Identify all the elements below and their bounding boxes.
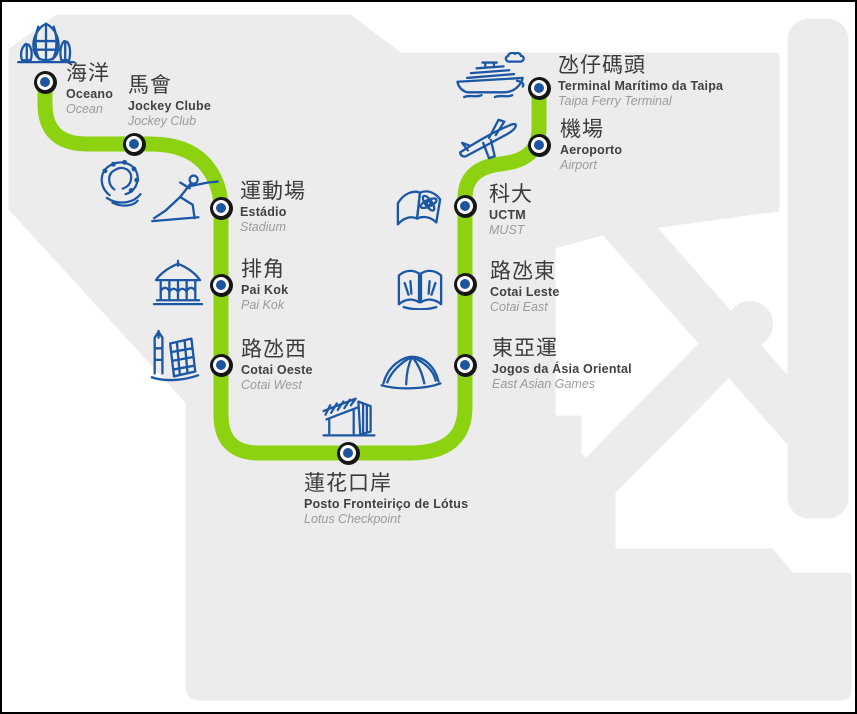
station-marker[interactable]	[527, 76, 551, 100]
station-marker-ring	[457, 198, 473, 214]
station-name-zh: 海洋	[66, 62, 110, 85]
station-marker-core	[342, 447, 354, 459]
station-marker-core	[459, 278, 471, 290]
station-label: 氹仔碼頭 Terminal Marítimo da Taipa Taipa Fe…	[558, 54, 723, 109]
station-marker[interactable]	[209, 273, 233, 297]
station-marker-ring	[531, 80, 547, 96]
station-name-pt: Cotai Leste	[490, 285, 560, 299]
station-name-en: MUST	[489, 223, 525, 237]
station-name-en: Cotai East	[490, 300, 548, 314]
station-label: 路氹西 Cotai Oeste Cotai West	[241, 338, 313, 393]
station-marker[interactable]	[453, 194, 477, 218]
station-name-zh: 運動場	[240, 180, 306, 203]
station-marker[interactable]	[336, 441, 360, 465]
station-marker-core	[215, 202, 227, 214]
station-label: 東亞運 Jogos da Ásia Oriental East Asian Ga…	[492, 337, 632, 392]
station-name-en: Lotus Checkpoint	[304, 512, 401, 526]
station-name-en: Taipa Ferry Terminal	[558, 94, 672, 108]
causeway-bridge-south	[579, 301, 773, 497]
station-label: 路氹東 Cotai Leste Cotai East	[490, 260, 560, 315]
station-name-en: Stadium	[240, 220, 286, 234]
station-marker[interactable]	[453, 353, 477, 377]
city-buildings-icon	[150, 329, 200, 382]
station-marker-ring	[531, 137, 547, 153]
checkpoint-building-icon	[322, 397, 376, 437]
station-name-zh: 蓮花口岸	[304, 472, 392, 495]
station-marker-core	[215, 359, 227, 371]
station-name-zh: 氹仔碼頭	[558, 54, 646, 77]
station-marker-core	[459, 200, 471, 212]
open-book-burst-icon	[397, 269, 443, 310]
station-marker-ring	[213, 277, 229, 293]
station-marker[interactable]	[209, 196, 233, 220]
station-label: 排角 Pai Kok Pai Kok	[241, 258, 288, 313]
station-label: 海洋 Oceano Ocean	[66, 62, 113, 117]
ocean-domes-icon	[17, 22, 75, 64]
station-name-zh: 機場	[560, 118, 604, 141]
station-label: 運動場 Estádio Stadium	[240, 180, 306, 235]
station-marker-ring	[457, 357, 473, 373]
station-marker[interactable]	[209, 353, 233, 377]
station-marker-ring	[126, 136, 142, 152]
station-name-en: East Asian Games	[492, 377, 596, 391]
station-name-en: Cotai West	[241, 378, 302, 392]
station-name-pt: Oceano	[66, 87, 114, 101]
station-name-zh: 科大	[489, 183, 533, 206]
station-marker-core	[39, 76, 51, 88]
station-name-zh: 路氹西	[241, 338, 307, 361]
station-name-en: Jockey Club	[128, 114, 197, 128]
horseshoe-icon	[100, 159, 142, 207]
station-marker-ring	[457, 276, 473, 292]
station-name-pt: Aeroporto	[560, 143, 623, 157]
station-marker-core	[128, 138, 140, 150]
station-marker[interactable]	[453, 272, 477, 296]
station-marker[interactable]	[122, 132, 146, 156]
fencer-icon	[151, 174, 219, 223]
airplane-icon	[459, 118, 517, 160]
station-marker-ring	[213, 357, 229, 373]
ferry-ship-icon	[456, 52, 525, 99]
airport-runway-strip	[787, 18, 849, 519]
station-name-pt: Terminal Marítimo da Taipa	[558, 79, 724, 93]
station-label: 機場 Aeroporto Airport	[560, 118, 622, 173]
station-label: 馬會 Jockey Clube Jockey Club	[128, 74, 211, 129]
dome-arena-icon	[380, 355, 442, 390]
station-marker-core	[215, 279, 227, 291]
station-marker[interactable]	[527, 133, 551, 157]
station-name-pt: Jogos da Ásia Oriental	[492, 362, 632, 376]
station-label: 科大 UCTM MUST	[489, 183, 533, 238]
station-marker-ring	[213, 200, 229, 216]
station-name-zh: 馬會	[128, 74, 172, 97]
station-name-en: Ocean	[66, 102, 103, 116]
book-atom-icon	[396, 190, 442, 226]
station-name-en: Pai Kok	[241, 298, 285, 312]
pavilion-icon	[152, 259, 204, 306]
route-line	[37, 82, 547, 461]
station-marker-core	[533, 82, 545, 94]
station-marker[interactable]	[33, 70, 57, 94]
station-name-pt: UCTM	[489, 208, 526, 222]
station-marker-ring	[340, 445, 356, 461]
station-name-pt: Pai Kok	[241, 283, 289, 297]
station-name-pt: Estádio	[240, 205, 287, 219]
station-marker-core	[459, 359, 471, 371]
station-name-pt: Jockey Clube	[128, 99, 211, 113]
station-name-pt: Posto Fronteiriço de Lótus	[304, 497, 469, 511]
station-name-zh: 東亞運	[492, 337, 558, 360]
station-name-en: Airport	[560, 158, 597, 172]
station-marker-core	[533, 139, 545, 151]
station-name-zh: 路氹東	[490, 260, 556, 283]
station-name-zh: 排角	[241, 258, 285, 281]
station-label: 蓮花口岸 Posto Fronteiriço de Lótus Lotus Ch…	[304, 472, 468, 527]
station-marker-ring	[37, 74, 53, 90]
station-name-pt: Cotai Oeste	[241, 363, 313, 377]
